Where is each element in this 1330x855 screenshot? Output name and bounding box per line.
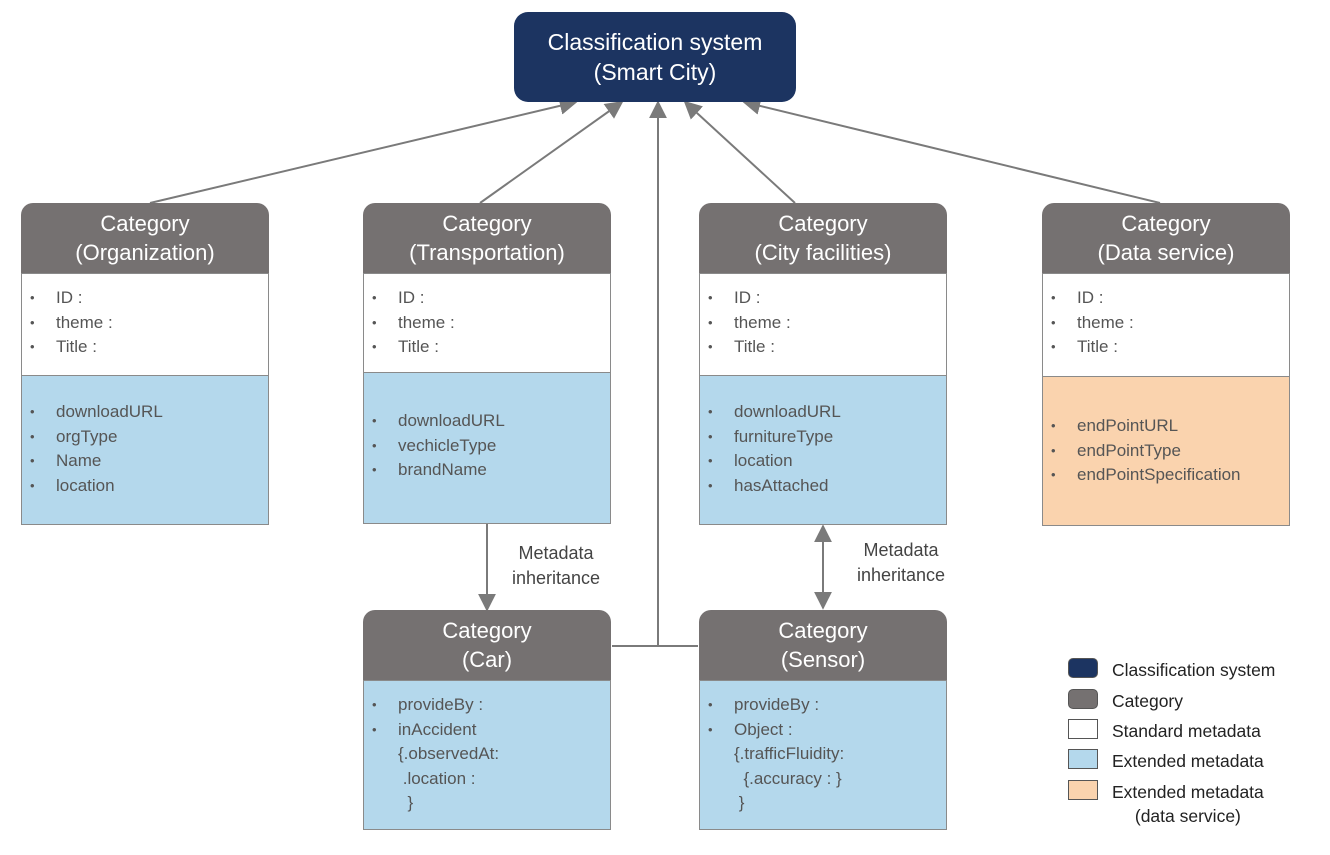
- metadata-item: theme :: [708, 311, 942, 336]
- category-title-line1: Category: [442, 211, 532, 236]
- arrow-cityfacilities-to-root: [683, 100, 796, 204]
- legend-item-extended-metadata-data-service: Extended metadata (data service): [1068, 780, 1264, 828]
- metadata-item: provideBy :: [708, 693, 942, 718]
- inheritance-label-line1: Metadata: [518, 543, 594, 563]
- category-title-line1: Category: [442, 618, 532, 643]
- legend-swatch: [1068, 749, 1098, 769]
- metadata-item: theme :: [372, 311, 606, 336]
- metadata-item: Title :: [30, 335, 264, 360]
- legend-item-classification-system: Classification system: [1068, 658, 1275, 682]
- legend-swatch: [1068, 689, 1098, 709]
- organization-extended-metadata: downloadURL orgType Name location: [21, 375, 269, 525]
- metadata-item: Title :: [708, 335, 942, 360]
- arrow-dataservice-to-root: [742, 97, 1161, 204]
- arrow-transportation-to-root: [479, 100, 624, 204]
- category-title-line2: (City facilities): [754, 240, 892, 265]
- transportation-standard-metadata: ID : theme : Title :: [363, 273, 611, 373]
- city-facilities-standard-metadata: ID : theme : Title :: [699, 273, 947, 376]
- legend-label: Extended metadata: [1112, 782, 1264, 802]
- category-title-line1: Category: [778, 618, 868, 643]
- metadata-item: endPointSpecification: [1051, 463, 1285, 488]
- metadata-item: Title :: [372, 335, 606, 360]
- metadata-item: theme :: [30, 311, 264, 336]
- legend-label: Category: [1112, 691, 1184, 711]
- metadata-continuation: .location :: [398, 768, 476, 788]
- metadata-item: orgType: [30, 425, 264, 450]
- metadata-item: theme :: [1051, 311, 1285, 336]
- legend-label-sub: (data service): [1134, 806, 1241, 826]
- metadata-item: ID :: [708, 286, 942, 311]
- city-facilities-extended-metadata: downloadURL furnitureType location hasAt…: [699, 375, 947, 525]
- inheritance-label-car: Metadata inheritance: [497, 541, 615, 591]
- metadata-continuation: {.observedAt:: [398, 744, 500, 763]
- metadata-item: brandName: [372, 458, 606, 483]
- metadata-item: provideBy :: [372, 693, 606, 718]
- category-title-line1: Category: [1121, 211, 1211, 236]
- legend-swatch: [1068, 780, 1098, 800]
- category-title-line2: (Data service): [1097, 240, 1235, 265]
- category-title-line2: (Organization): [75, 240, 215, 265]
- metadata-item: endPointURL: [1051, 414, 1285, 439]
- category-city-facilities-header: Category (City facilities): [699, 203, 947, 273]
- metadata-continuation: {.accuracy : }: [734, 768, 842, 788]
- category-transportation-header: Category (Transportation): [363, 203, 611, 273]
- metadata-item: Object :: [708, 718, 942, 743]
- sensor-extended-metadata: provideBy : Object : {.trafficFluidity: …: [699, 680, 947, 830]
- car-extended-metadata: provideBy : inAccident {.observedAt: .lo…: [363, 680, 611, 830]
- metadata-item: ID :: [30, 286, 264, 311]
- metadata-item: Title :: [1051, 335, 1285, 360]
- metadata-item: endPointType: [1051, 439, 1285, 464]
- category-title-line1: Category: [778, 211, 868, 236]
- legend-swatch: [1068, 658, 1098, 678]
- metadata-item: hasAttached: [708, 474, 942, 499]
- metadata-item: inAccident: [372, 718, 606, 743]
- metadata-item: ID :: [1051, 286, 1285, 311]
- transportation-extended-metadata: downloadURL vechicleType brandName: [363, 372, 611, 524]
- metadata-item: ID :: [372, 286, 606, 311]
- category-organization-header: Category (Organization): [21, 203, 269, 273]
- metadata-item: downloadURL: [372, 409, 606, 434]
- legend-item-extended-metadata: Extended metadata: [1068, 749, 1264, 773]
- category-sensor-header: Category (Sensor): [699, 610, 947, 680]
- legend-label-group: Extended metadata (data service): [1112, 780, 1264, 828]
- inheritance-label-line1: Metadata: [863, 540, 939, 560]
- metadata-item: furnitureType: [708, 425, 942, 450]
- category-data-service-header: Category (Data service): [1042, 203, 1290, 273]
- metadata-item: downloadURL: [30, 400, 264, 425]
- legend-label: Extended metadata: [1112, 751, 1264, 771]
- inheritance-label-line2: inheritance: [511, 568, 601, 588]
- category-car-header: Category (Car): [363, 610, 611, 680]
- inheritance-label-line2: inheritance: [856, 565, 946, 585]
- legend-item-standard-metadata: Standard metadata: [1068, 719, 1261, 743]
- metadata-continuation: }: [398, 793, 414, 812]
- legend-item-category: Category: [1068, 689, 1183, 713]
- classification-system-node: Classification system (Smart City): [514, 12, 796, 102]
- organization-standard-metadata: ID : theme : Title :: [21, 273, 269, 376]
- metadata-item: downloadURL: [708, 400, 942, 425]
- metadata-item: location: [708, 449, 942, 474]
- data-service-extended-metadata: endPointURL endPointType endPointSpecifi…: [1042, 376, 1290, 526]
- arrow-organization-to-root: [149, 96, 578, 204]
- root-line2: (Smart City): [593, 59, 717, 85]
- metadata-continuation: }: [734, 793, 745, 812]
- inheritance-label-sensor: Metadata inheritance: [842, 538, 960, 588]
- root-line1: Classification system: [547, 29, 763, 55]
- category-title-line2: (Sensor): [780, 647, 866, 672]
- metadata-item: vechicleType: [372, 434, 606, 459]
- data-service-standard-metadata: ID : theme : Title :: [1042, 273, 1290, 377]
- category-title-line2: (Car): [461, 647, 513, 672]
- legend-label: Classification system: [1112, 660, 1276, 680]
- legend-label: Standard metadata: [1112, 721, 1261, 741]
- legend-swatch: [1068, 719, 1098, 739]
- metadata-continuation: {.trafficFluidity:: [734, 744, 845, 763]
- category-title-line1: Category: [100, 211, 190, 236]
- category-title-line2: (Transportation): [409, 240, 565, 265]
- metadata-item: location: [30, 474, 264, 499]
- metadata-item: Name: [30, 449, 264, 474]
